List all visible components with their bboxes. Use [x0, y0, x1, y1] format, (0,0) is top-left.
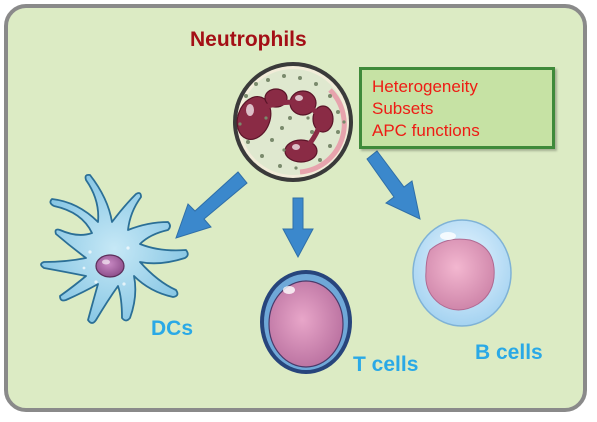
label-b-cells: B cells [475, 341, 543, 364]
label-dcs: DCs [151, 317, 194, 340]
arrow-icon [282, 197, 314, 259]
dendritic-cell-icon [40, 173, 189, 324]
arrow-icon [175, 171, 248, 239]
t-cell-icon [260, 270, 352, 374]
info-line-heterogeneity: Heterogeneity [372, 77, 478, 96]
arrow-icon [366, 150, 421, 220]
info-line-apc-functions: APC functions [372, 121, 480, 140]
label-t-cells: T cells [353, 353, 419, 376]
diagram-title: Neutrophils [190, 28, 307, 51]
info-line-subsets: Subsets [372, 99, 434, 118]
neutrophil-cell-icon [233, 62, 353, 182]
info-box: Heterogeneity Subsets APC functions [359, 67, 555, 149]
b-cell-icon [412, 219, 512, 327]
